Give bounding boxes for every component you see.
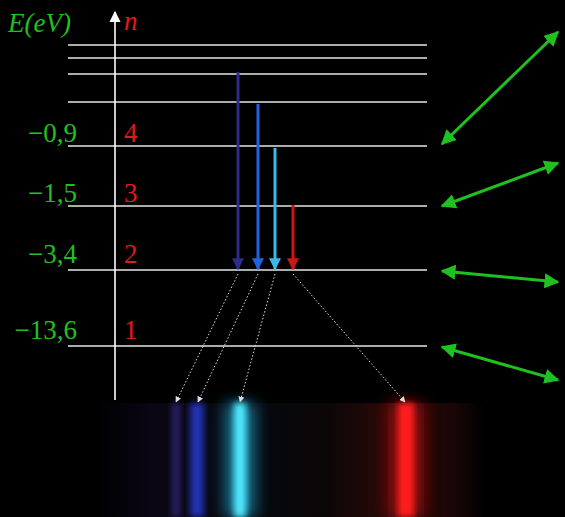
emission-spectrum bbox=[95, 403, 485, 517]
axis-title: E(eV) bbox=[8, 10, 71, 37]
pointer-arrow bbox=[442, 163, 558, 206]
energy-level-line bbox=[68, 101, 427, 103]
transition-arrow bbox=[274, 148, 277, 269]
energy-value: −0,9 bbox=[28, 120, 77, 147]
spectrum-background bbox=[95, 403, 485, 517]
energy-levels bbox=[68, 45, 427, 346]
spectral-line bbox=[398, 403, 414, 517]
spectral-glow bbox=[225, 403, 255, 517]
energy-level-line bbox=[68, 269, 427, 271]
energy-axis bbox=[114, 12, 116, 400]
energy-value: −1,5 bbox=[28, 180, 77, 207]
spectral-line bbox=[190, 403, 204, 517]
energy-value: −13,6 bbox=[15, 317, 77, 344]
leader-line bbox=[293, 274, 405, 402]
spectral-line bbox=[234, 403, 246, 517]
energy-level-line bbox=[68, 205, 427, 207]
axis-symbol: n bbox=[124, 8, 138, 35]
transition-arrow bbox=[257, 104, 260, 269]
energy-value: −3,4 bbox=[28, 241, 77, 268]
energy-level-line bbox=[68, 345, 427, 347]
pointer-arrow bbox=[442, 32, 558, 144]
spectral-line bbox=[172, 403, 180, 517]
leader-lines bbox=[176, 274, 405, 402]
leader-line bbox=[198, 274, 258, 402]
pointer-arrows bbox=[442, 32, 558, 380]
transition-arrow bbox=[292, 205, 295, 269]
energy-level-line bbox=[68, 73, 427, 75]
spectral-glow bbox=[388, 403, 424, 517]
leader-line bbox=[240, 274, 275, 402]
transition-arrow bbox=[237, 72, 240, 269]
pointer-arrow bbox=[442, 271, 558, 282]
energy-level-line bbox=[68, 145, 427, 147]
level-number: 4 bbox=[124, 120, 138, 147]
level-number: 3 bbox=[124, 180, 138, 207]
pointer-arrow bbox=[442, 347, 558, 380]
level-number: 1 bbox=[124, 317, 138, 344]
energy-level-line bbox=[68, 57, 427, 59]
level-number: 2 bbox=[124, 241, 138, 268]
energy-level-line bbox=[68, 44, 427, 46]
